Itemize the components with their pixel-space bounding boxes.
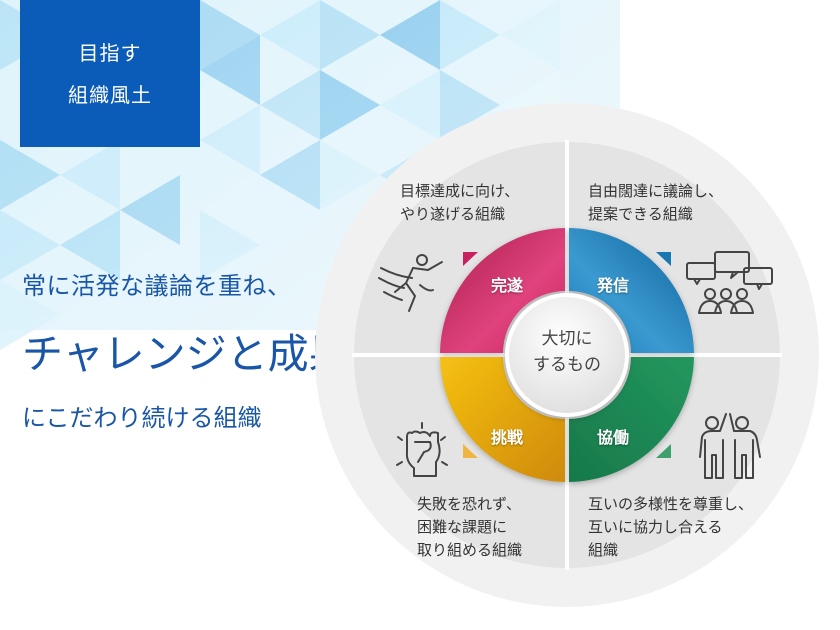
center-label-line-1: 大切に xyxy=(541,329,593,349)
title-line-1: 目指す xyxy=(78,40,142,65)
description-line: やり遂げる組織 xyxy=(400,205,506,223)
description-chousen: 失敗を恐れず、 困難な課題に 取り組める組織 xyxy=(417,493,522,562)
segment-label-chousen: 挑戦 xyxy=(491,428,524,447)
high-five-icon xyxy=(699,413,761,479)
center-label-line-2: するもの xyxy=(533,355,601,375)
segment-label-kansui: 完遂 xyxy=(491,276,524,295)
runner-finish-line-icon xyxy=(378,254,443,312)
title-box: 目指す 組織風土 xyxy=(20,0,200,147)
segment-kansui[interactable] xyxy=(440,228,565,353)
corner-marker-green xyxy=(656,444,671,458)
description-hasshin: 自由闊達に議論し、 提案できる組織 xyxy=(588,180,723,226)
description-line: 自由闊達に議論し、 xyxy=(588,182,724,200)
description-line: 目標達成に向け、 xyxy=(400,182,520,200)
corner-marker-pink xyxy=(463,252,478,266)
title-line-2: 組織風土 xyxy=(68,82,152,107)
headline-line-3: にこだわり続ける組織 xyxy=(22,404,262,432)
headline-line-1: 常に活発な議論を重ね、 xyxy=(22,272,292,300)
description-line: 提案できる組織 xyxy=(588,205,693,223)
raised-fist-icon xyxy=(396,422,448,477)
corner-marker-blue xyxy=(656,252,671,266)
description-line: 互いに協力し合える xyxy=(588,518,723,536)
description-line: 互いの多様性を尊重し、 xyxy=(588,495,754,513)
discussion-group-icon xyxy=(686,251,773,314)
description-line: 失敗を恐れず、 xyxy=(417,495,521,513)
segment-label-kyoudou: 協働 xyxy=(597,428,630,447)
segment-label-hasshin: 発信 xyxy=(597,276,630,295)
center-disc xyxy=(509,297,625,413)
description-line: 組織 xyxy=(588,541,619,559)
segment-hasshin[interactable] xyxy=(569,228,694,353)
center-label: 大切に するもの xyxy=(505,326,629,378)
headline-line-2: チャレンジと成果 xyxy=(22,330,350,378)
description-line: 取り組める組織 xyxy=(417,541,523,559)
segment-kyoudou[interactable] xyxy=(569,357,694,482)
corner-marker-yellow xyxy=(463,444,478,458)
segment-chousen[interactable] xyxy=(440,357,565,482)
description-kyoudou: 互いの多様性を尊重し、 互いに協力し合える 組織 xyxy=(588,493,753,562)
description-kansui: 目標達成に向け、 やり遂げる組織 xyxy=(400,180,519,226)
description-line: 困難な課題に xyxy=(417,518,508,536)
